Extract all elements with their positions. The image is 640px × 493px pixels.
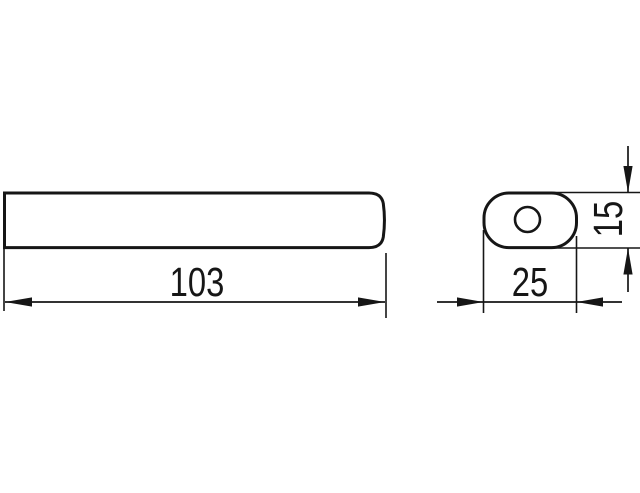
arrowhead-width-right bbox=[576, 297, 603, 307]
part-outlines bbox=[3, 191, 578, 250]
extension-lines bbox=[3, 191, 640, 318]
dimension-label-height: 15 bbox=[584, 201, 630, 237]
hole-circle bbox=[513, 205, 542, 234]
arrowhead-height-top bbox=[623, 166, 633, 193]
end-view-outline bbox=[482, 191, 578, 250]
arrowheads bbox=[5, 166, 633, 307]
dimension-label-length: 103 bbox=[170, 258, 225, 304]
dimension-labels: 103 25 15 bbox=[170, 201, 631, 305]
side-view-outline bbox=[3, 191, 386, 250]
arrowhead-length-right bbox=[358, 297, 385, 307]
dimension-label-width: 25 bbox=[512, 258, 548, 304]
arrowhead-length-left bbox=[5, 297, 32, 307]
arrowhead-width-left bbox=[457, 297, 484, 307]
arrowhead-height-bottom bbox=[623, 248, 633, 275]
